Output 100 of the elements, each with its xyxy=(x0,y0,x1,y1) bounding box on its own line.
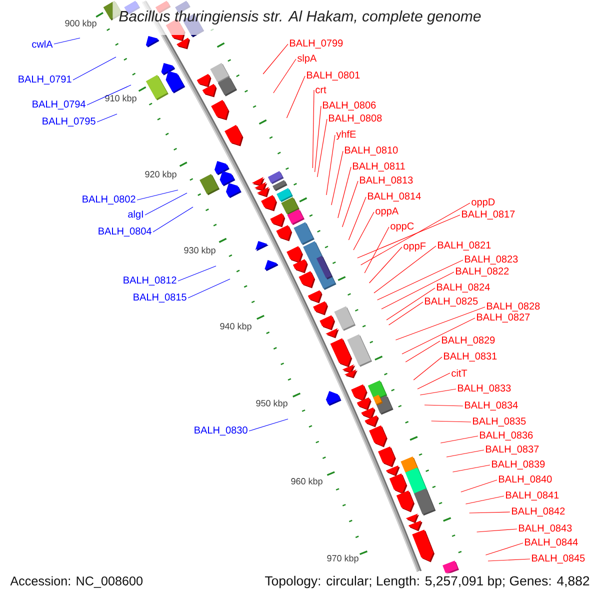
gene-label: BALH_0844 xyxy=(525,538,578,548)
leader-line xyxy=(417,372,450,390)
scale-label: 950 kbp xyxy=(256,400,288,408)
leader-line xyxy=(314,106,322,172)
gene-label: BALH_0827 xyxy=(477,314,530,322)
gene-label: yhfE xyxy=(336,130,356,140)
leader-line xyxy=(353,212,374,250)
scale-label: 920 kbp xyxy=(145,170,176,180)
gene-label: BALH_0825 xyxy=(425,298,478,306)
gene-label: BALH_0810 xyxy=(345,146,398,156)
gene-label: BALH_0845 xyxy=(532,554,585,564)
gene-label: BALH_0834 xyxy=(465,402,518,410)
leader-line xyxy=(136,190,178,200)
leader-line xyxy=(440,436,478,444)
gene-label: oppA xyxy=(376,208,399,216)
gene-label: BALH_0835 xyxy=(473,418,526,426)
gene-label: BALH_0817 xyxy=(462,210,515,220)
leader-line xyxy=(348,196,366,240)
scale-label: 960 kbp xyxy=(291,478,322,486)
leader-line xyxy=(377,260,464,300)
gene-label: BALH_0828 xyxy=(487,302,540,312)
scale-label: 910 kbp xyxy=(105,94,136,104)
leader-line xyxy=(488,558,530,562)
leader-line xyxy=(388,302,424,326)
scale-label: 900 kbp xyxy=(65,20,96,28)
gene-label: crt xyxy=(316,86,326,94)
leader-line xyxy=(178,266,216,282)
gene-label: BALH_0822 xyxy=(456,268,509,276)
leader-line xyxy=(465,496,504,504)
leader-line xyxy=(188,278,230,298)
leader-line xyxy=(374,246,436,294)
gene-label: BALH_0823 xyxy=(465,256,518,264)
gene-label: BALH_0829 xyxy=(442,336,495,346)
genome-summary: Topology: circular; Length: 5,257,091 bp; Genes: 4,882 xyxy=(264,572,591,592)
gene-label: BALH_0794 xyxy=(32,100,86,110)
leader-line xyxy=(54,38,80,44)
leader-line xyxy=(72,56,116,80)
leader-line xyxy=(476,528,518,532)
gene-label: BALH_0836 xyxy=(480,432,533,440)
leader-line xyxy=(360,202,470,266)
leader-line xyxy=(342,180,358,228)
gene-label: BALH_0806 xyxy=(323,102,376,110)
scale-label: 940 kbp xyxy=(220,322,252,332)
gene-label: BALH_0842 xyxy=(512,508,565,516)
gene-label: BALH_0815 xyxy=(134,294,186,302)
leader-line xyxy=(446,450,484,458)
gene-label: BALH_0799 xyxy=(290,40,343,48)
leader-line xyxy=(386,288,436,320)
scale-label: 970 kbp xyxy=(327,554,358,564)
gene-label: oppF xyxy=(404,242,426,252)
gene-label: BALH_0813 xyxy=(360,176,413,186)
gene-label: BALH_0812 xyxy=(124,276,176,286)
leader-line xyxy=(395,306,486,340)
gene-label: BALH_0824 xyxy=(437,284,490,292)
leader-line xyxy=(402,318,476,354)
leader-line xyxy=(381,272,454,310)
gene-label: BALH_0814 xyxy=(368,192,421,202)
leader-line xyxy=(452,464,490,472)
leader-line xyxy=(286,76,306,118)
gene-label: BALH_0811 xyxy=(353,162,405,172)
scale-label: 930 kbp xyxy=(184,246,216,256)
leader-line xyxy=(460,480,498,492)
gene-label: BALH_0841 xyxy=(506,492,559,500)
gene-label: oppD xyxy=(472,198,495,208)
gene-label: BALH_0804 xyxy=(98,228,152,236)
leader-line xyxy=(431,420,472,422)
gene-label: BALH_0830 xyxy=(194,426,248,436)
leader-line xyxy=(273,58,296,94)
gene-label: BALH_0837 xyxy=(486,446,539,454)
leader-line xyxy=(144,192,188,216)
accession-label: Accession: NC_008600 xyxy=(10,576,143,588)
gene-label: BALH_0840 xyxy=(499,476,552,484)
leader-line xyxy=(86,84,132,106)
leader-line xyxy=(485,542,524,556)
leader-line xyxy=(248,418,288,432)
gene-label: BALH_0831 xyxy=(444,352,497,362)
leader-line xyxy=(317,118,328,178)
gene-label: BALH_0833 xyxy=(458,384,511,394)
leader-line xyxy=(420,388,456,396)
leader-line xyxy=(413,356,442,380)
gene-label: citT xyxy=(452,369,468,377)
leader-line xyxy=(331,150,344,206)
leader-line xyxy=(369,246,402,284)
gene-label: BALH_0821 xyxy=(438,242,491,250)
gene-label: oppC xyxy=(390,222,414,232)
leader-line xyxy=(96,114,118,122)
gene-label: BALH_0791 xyxy=(18,76,72,84)
gene-label: BALH_0808 xyxy=(329,114,382,124)
gene-label: BALH_0795 xyxy=(42,118,96,126)
gene-label: BALH_0839 xyxy=(492,460,545,470)
leader-line xyxy=(357,214,460,258)
leader-line xyxy=(338,166,352,218)
gene-label: slpA xyxy=(297,54,317,64)
gene-label: algI xyxy=(128,210,143,220)
gene-label: cwlA xyxy=(32,40,53,48)
gene-label: BALH_0843 xyxy=(519,524,572,534)
leader-line xyxy=(424,404,464,406)
leader-line xyxy=(262,44,288,74)
leader-line xyxy=(364,226,390,274)
leader-line xyxy=(152,206,194,232)
